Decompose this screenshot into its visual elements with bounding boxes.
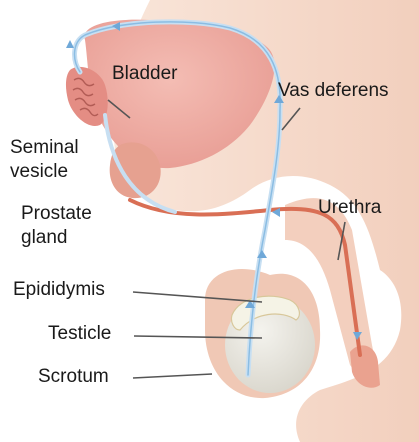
label-prostate-line2: gland [21,227,68,249]
flow-arrow [66,40,74,48]
leader-scrotum [133,374,212,378]
label-vas-deferens: Vas deferens [278,80,389,102]
label-urethra: Urethra [318,197,381,219]
label-testicle: Testicle [48,323,111,345]
label-scrotum: Scrotum [38,366,109,388]
label-prostate-line1: Prostate [21,203,92,225]
label-seminal-vesicle-line2: vesicle [10,161,68,183]
label-bladder: Bladder [112,63,178,85]
label-seminal-vesicle-line1: Seminal [10,137,79,159]
label-epididymis: Epididymis [13,279,105,301]
